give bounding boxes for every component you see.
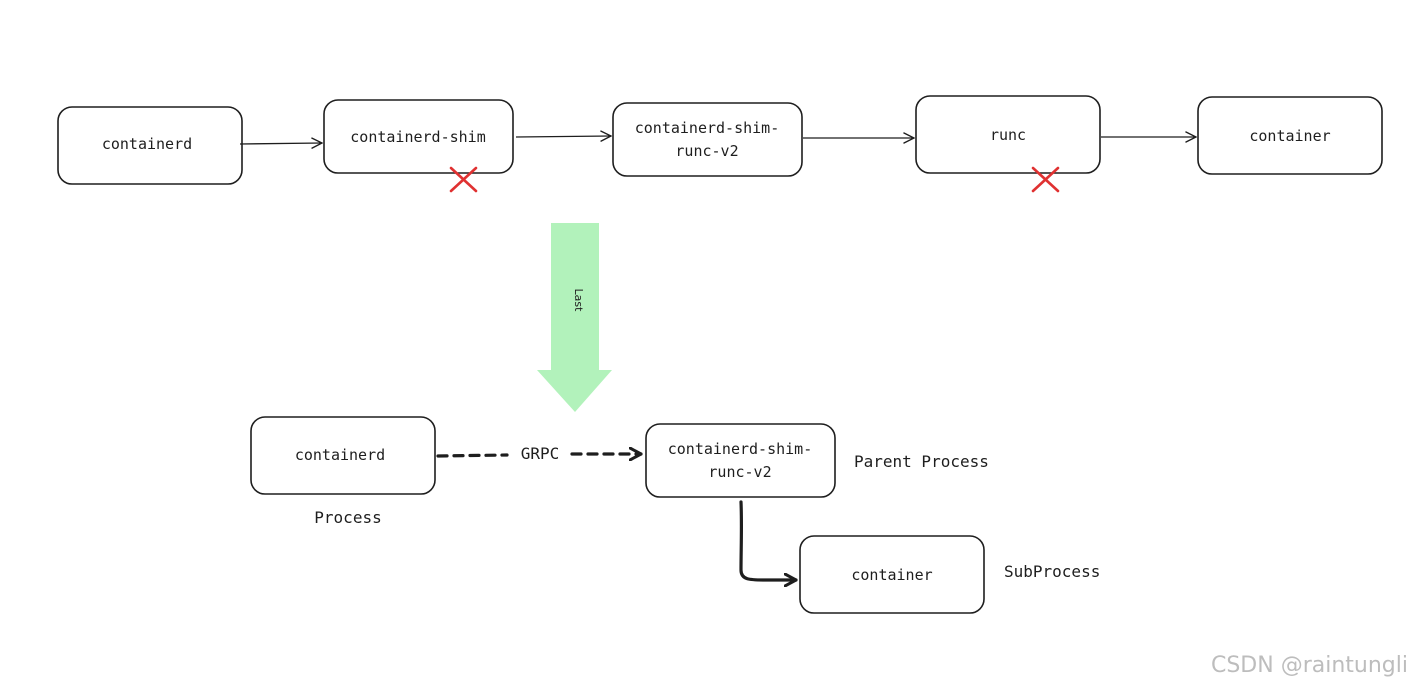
- transition-arrow: Last: [537, 223, 612, 412]
- bottom-node-containerd-shim-runc-v2[interactable]: containerd-shim- runc-v2: [645, 423, 836, 498]
- top-node-containerd-shim[interactable]: containerd-shim: [323, 99, 514, 174]
- bottom-flow: containerd containerd-shim- runc-v2 cont…: [250, 416, 1100, 614]
- top-node-containerd-shim-label: containerd-shim: [350, 128, 485, 146]
- cross-icon-shim: [449, 166, 478, 193]
- arrow-shim-to-shim-v2: [515, 136, 611, 137]
- bottom-node-shim-v2-label-line2: runc-v2: [708, 463, 771, 481]
- grpc-arrow-segment-left: [436, 453, 509, 458]
- top-node-containerd-shim-runc-v2[interactable]: containerd-shim- runc-v2: [612, 102, 803, 177]
- top-node-containerd[interactable]: containerd: [57, 106, 243, 185]
- parent-process-annotation: Parent Process: [854, 452, 989, 471]
- bottom-node-containerd[interactable]: containerd: [250, 416, 436, 495]
- top-node-container-label: container: [1249, 127, 1330, 145]
- watermark-text: CSDN @raintungli: [1211, 653, 1408, 678]
- arrow-parent-to-subprocess: [739, 500, 798, 580]
- bottom-node-container-label: container: [851, 566, 932, 584]
- arrow-containerd-to-shim: [239, 143, 322, 144]
- top-flow: containerd containerd-shim containerd-sh…: [57, 95, 1383, 193]
- top-node-runc-label: runc: [990, 126, 1026, 144]
- bottom-node-container[interactable]: container: [799, 535, 985, 614]
- subprocess-annotation: SubProcess: [1004, 562, 1100, 581]
- top-node-runc[interactable]: runc: [915, 95, 1101, 174]
- top-node-containerd-label: containerd: [102, 135, 192, 153]
- bottom-node-shim-v2-label-line1: containerd-shim-: [668, 440, 813, 458]
- down-arrow-shape: [537, 223, 612, 412]
- process-annotation: Process: [314, 508, 381, 527]
- top-node-container[interactable]: container: [1197, 96, 1383, 175]
- transition-label: Last: [572, 289, 585, 313]
- top-node-shim-v2-label-line1: containerd-shim-: [635, 119, 780, 137]
- top-node-shim-v2-label-line2: runc-v2: [675, 142, 738, 160]
- grpc-label: GRPC: [521, 444, 560, 463]
- cross-icon-runc: [1031, 166, 1060, 193]
- bottom-node-containerd-label: containerd: [295, 446, 385, 464]
